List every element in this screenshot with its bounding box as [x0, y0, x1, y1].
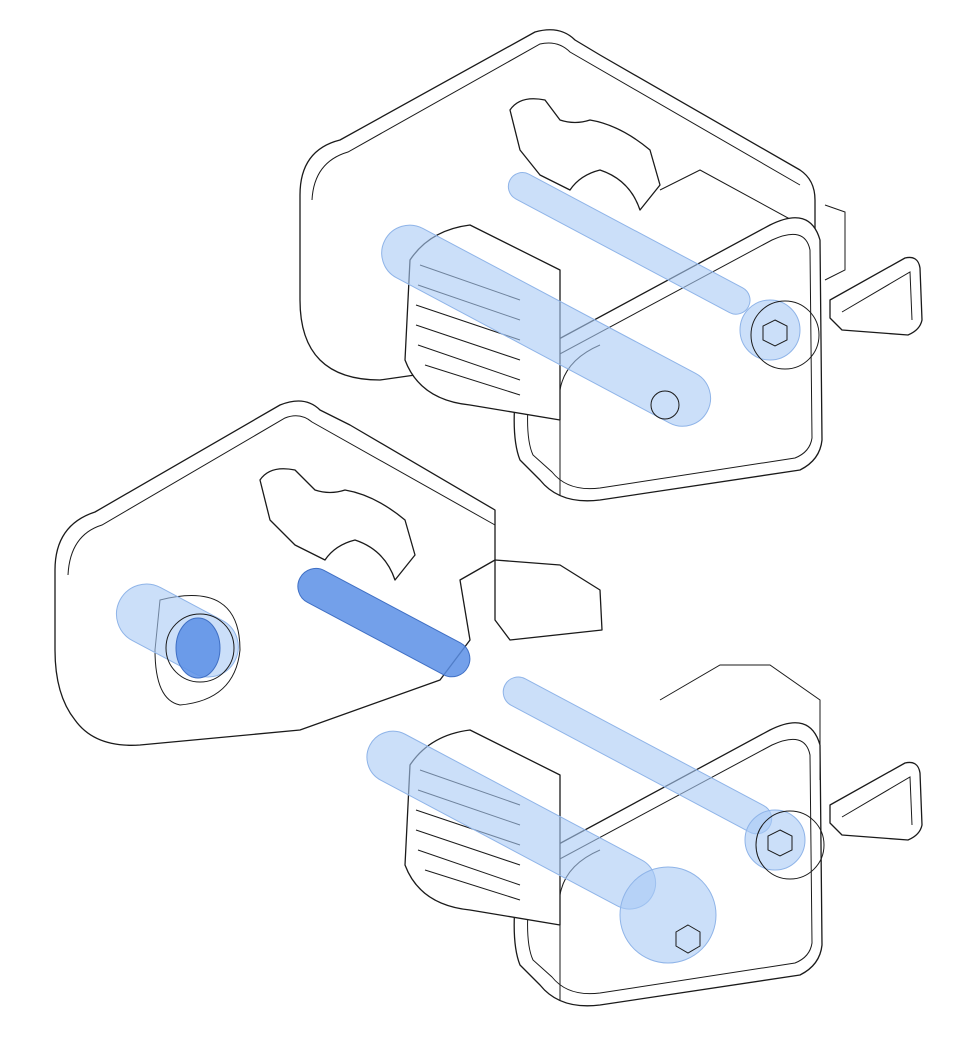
assembled-belt-tensioner — [299, 29, 923, 502]
axle-pin-end — [650, 390, 680, 420]
rear-housing — [54, 400, 496, 746]
belt-slot — [259, 468, 416, 581]
axle-screw-head — [619, 866, 717, 964]
exploded-belt-tensioner — [54, 400, 923, 1007]
hex-socket-icon — [675, 924, 701, 954]
cap-screw-head — [739, 299, 801, 361]
screw-counterbore — [750, 300, 820, 370]
housing-inner-edge — [311, 42, 801, 201]
housing-right-step — [659, 169, 846, 281]
cap-screw-shaft — [507, 172, 751, 315]
bore-ring — [165, 613, 235, 683]
hex-socket-icon — [762, 319, 788, 347]
housing-bore-boss — [154, 595, 241, 706]
cap-screw-head — [744, 809, 806, 871]
screw-counterbore — [755, 810, 825, 880]
pivot-pin-end — [175, 617, 221, 679]
housing-tab — [494, 559, 603, 641]
belt-slot — [509, 98, 661, 211]
housing-inner-edge — [67, 415, 496, 576]
clamp-housing-block — [659, 664, 821, 780]
axle-pin — [381, 224, 712, 427]
hex-socket-icon — [767, 829, 793, 857]
slot-pin — [297, 567, 471, 678]
